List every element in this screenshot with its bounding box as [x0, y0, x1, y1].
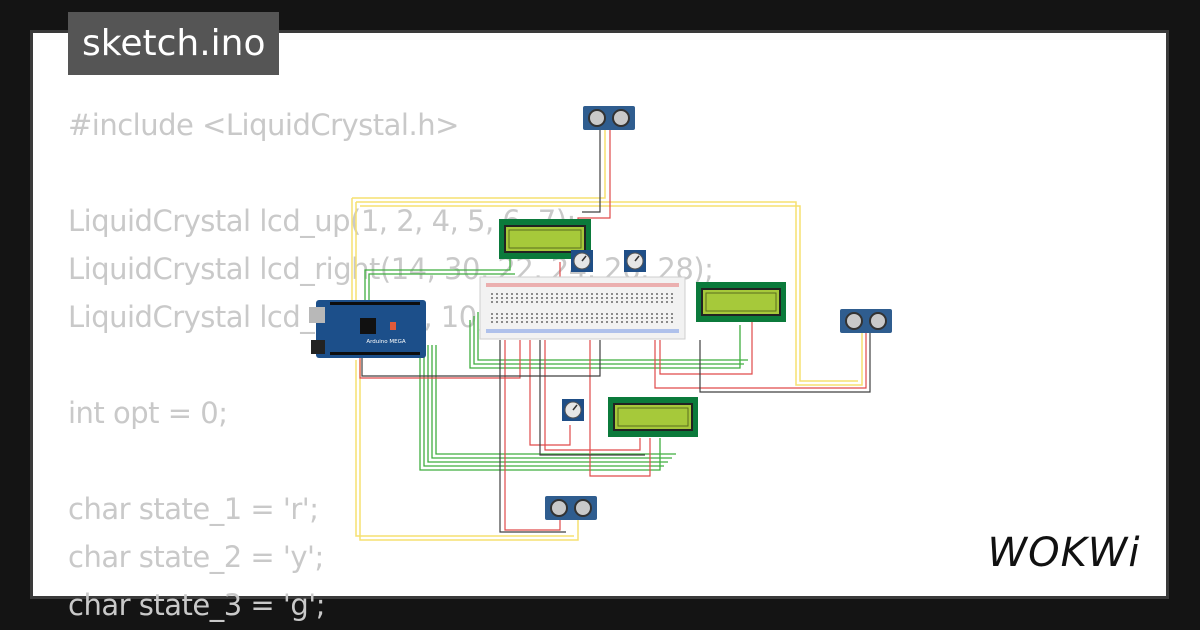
potentiometer-1[interactable] — [571, 250, 593, 272]
yellow-wires — [351, 130, 863, 541]
code-line: char state_3 = 'g'; — [68, 588, 326, 622]
potentiometer-2[interactable] — [624, 250, 646, 272]
code-line: #include <LiquidCrystal.h> — [68, 108, 459, 142]
wokwi-logo: WOKWi — [988, 530, 1141, 576]
sketch-filename-tag: sketch.ino — [68, 12, 280, 75]
board-label: Arduino MEGA — [366, 339, 406, 345]
breadboard[interactable] — [479, 276, 686, 340]
green-wires — [364, 255, 748, 471]
code-line: char state_2 = 'y'; — [68, 540, 324, 574]
ultrasonic-sensor-right[interactable] — [840, 309, 892, 333]
lcd-display-bottom[interactable] — [608, 397, 698, 437]
ultrasonic-sensor-top[interactable] — [583, 106, 635, 130]
red-wires — [359, 130, 867, 531]
ultrasonic-sensor-bottom[interactable] — [545, 496, 597, 520]
code-line: char state_1 = 'r'; — [68, 492, 319, 526]
potentiometer-3[interactable] — [562, 399, 584, 421]
wokwi-logo-text: WOKWi — [988, 530, 1141, 576]
lcd-display-right[interactable] — [696, 282, 786, 322]
arduino-mega-board[interactable]: Arduino MEGA — [309, 300, 426, 358]
dark-wires — [361, 130, 871, 533]
code-line: int opt = 0; — [68, 396, 228, 430]
